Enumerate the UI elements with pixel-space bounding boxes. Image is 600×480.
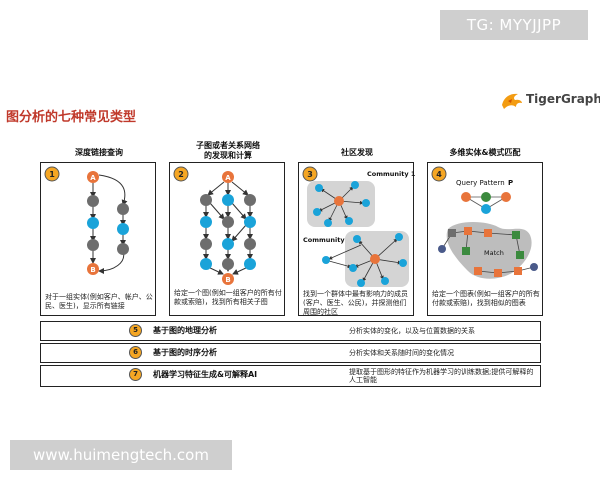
row-7-label: 机器学习特征生成&可解释AI bbox=[153, 370, 258, 379]
pattern-match-nodes bbox=[438, 227, 538, 277]
row-ml-features: 7 机器学习特征生成&可解释AI 提取基于图形的特征作为机器学习的训练数据;提供… bbox=[40, 365, 541, 387]
panel-deep-link: 1 A B 对于一组实体(例如客户、帐户、公民、医生)，显示所有链接 bbox=[40, 162, 156, 316]
match-label: Match bbox=[484, 249, 504, 257]
community-2-label: Community 2 bbox=[303, 236, 351, 244]
row-5-label: 基于图的地理分析 bbox=[153, 326, 217, 335]
panel-community: 3 Community 1 Community 2 bbox=[298, 162, 416, 316]
panel-3-desc: 找到一个群体中最有影响力的成员(客户、医生、公民)，并探测他们周围的社区 bbox=[303, 290, 408, 316]
panel-1-title: 深度链接查询 bbox=[75, 148, 123, 157]
panel-2-title: 子图或者关系网络 的发现和计算 bbox=[196, 141, 260, 160]
panel-pattern-match: 4 Query Pattern P bbox=[427, 162, 543, 316]
row-6-label: 基于图的时序分析 bbox=[153, 348, 217, 357]
row-geo-analysis: 5 基于图的地理分析 分析实体的变化，以及与位置数据的关系 bbox=[40, 321, 541, 341]
page-title: 图分析的七种常见类型 bbox=[6, 110, 137, 125]
panel-1-badge: 1 bbox=[49, 170, 55, 179]
tigergraph-logo: TigerGraph bbox=[500, 91, 600, 111]
subgraph-graph: 2 A bbox=[173, 166, 256, 285]
community-graph: 3 Community 1 Community 2 bbox=[302, 166, 416, 287]
row-7-badge: 7 bbox=[129, 368, 142, 381]
watermark-top: TG: MYYJJPP bbox=[440, 10, 588, 40]
query-pattern-letter: P bbox=[508, 179, 513, 187]
row-temporal-analysis: 6 基于图的时序分析 分析实体和关系随时间的变化情况 bbox=[40, 343, 541, 363]
panel-1-desc: 对于一组实体(例如客户、帐户、公民、医生)，显示所有链接 bbox=[45, 293, 153, 310]
panel-2-badge: 2 bbox=[178, 170, 184, 179]
panel-2-node-b: B bbox=[225, 276, 230, 284]
panel-subgraph: 2 A bbox=[169, 162, 285, 316]
tiger-logo-icon bbox=[502, 93, 522, 109]
row-6-desc: 分析实体和关系随时间的变化情况 bbox=[349, 349, 454, 357]
row-7-desc: 提取基于图形的特征作为机器学习的训练数据;提供可解释的人工智能 bbox=[349, 368, 534, 384]
query-pattern-label: Query Pattern bbox=[456, 179, 505, 187]
watermark-bottom: www.huimengtech.com bbox=[10, 440, 232, 470]
panel-2-desc: 给定一个图(例如一组客户的所有付款或索赔)，找到所有相关子图 bbox=[174, 289, 282, 306]
row-5-badge: 5 bbox=[129, 324, 142, 337]
logo-text: TigerGraph bbox=[526, 92, 600, 106]
panel-4-badge: 4 bbox=[436, 170, 442, 179]
panel-3-badge: 3 bbox=[307, 170, 313, 179]
community-1-label: Community 1 bbox=[367, 170, 416, 178]
panel-3-title: 社区发现 bbox=[341, 148, 373, 157]
query-pattern-nodes bbox=[461, 192, 511, 214]
panel-4-desc: 给定一个图表(例如一组客户的所有付款或索赔)，找到相似的图表 bbox=[432, 290, 540, 307]
panel-2-node-a: A bbox=[225, 174, 231, 182]
row-5-desc: 分析实体的变化，以及与位置数据的关系 bbox=[349, 327, 475, 335]
panel-1-node-a: A bbox=[90, 174, 96, 182]
deep-link-graph: 1 A B bbox=[44, 166, 129, 275]
row-6-badge: 6 bbox=[129, 346, 142, 359]
pattern-match-graph: 4 Query Pattern P bbox=[431, 166, 538, 279]
panel-1-node-b: B bbox=[90, 266, 95, 274]
panel-4-title: 多维实体&模式匹配 bbox=[449, 148, 521, 157]
